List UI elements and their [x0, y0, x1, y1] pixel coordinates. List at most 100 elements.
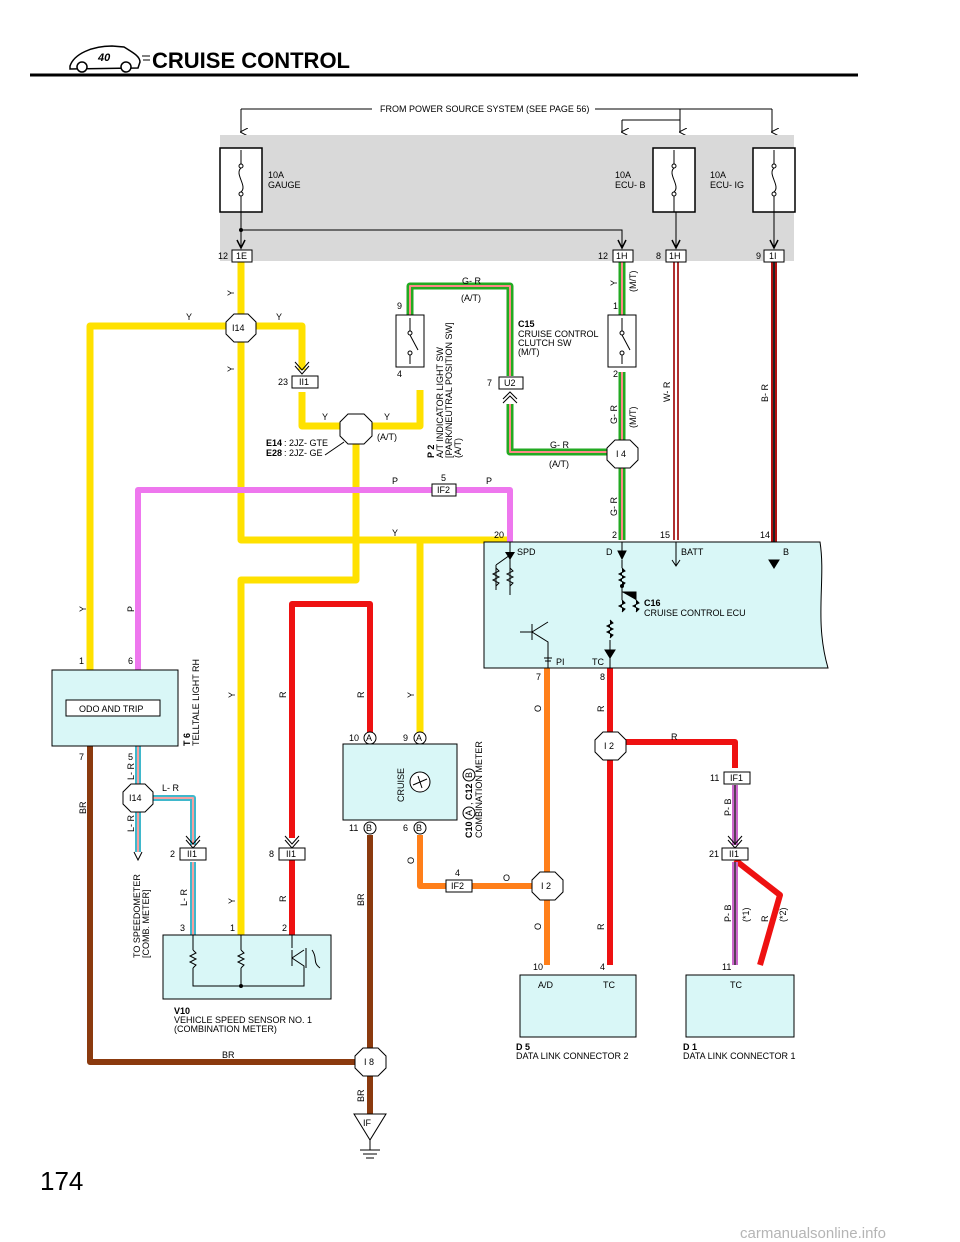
wire-color-label: P	[486, 476, 492, 486]
panel-connectors: 1E 12 1H 12 1H 8 1I 9	[218, 249, 785, 263]
svg-text:II1: II1	[729, 849, 739, 859]
d1-name: DATA LINK CONNECTOR 1	[683, 1051, 796, 1061]
junction-e14-e28	[339, 413, 373, 445]
wire-color-label: Y	[322, 412, 328, 422]
wire-color-label: P- B	[723, 904, 733, 922]
connector-if2-5: IF2 5	[431, 473, 457, 497]
svg-text:A/D: A/D	[538, 980, 554, 990]
wire-color-label: Y	[609, 280, 619, 286]
power-source-label: FROM POWER SOURCE SYSTEM (SEE PAGE 56)	[380, 104, 589, 114]
svg-text:TELLTALE LIGHT RH: TELLTALE LIGHT RH	[191, 659, 201, 746]
pin-number: 7	[79, 752, 84, 762]
data-link-connector-2: A/D TC	[519, 974, 637, 1038]
connector-label: 1H	[616, 251, 628, 261]
svg-text:P 2: P 2	[426, 445, 436, 458]
svg-text:D: D	[606, 547, 613, 557]
wire-color-label: O	[533, 923, 543, 930]
wire-color-label: Y	[226, 290, 236, 296]
pin-number: 1	[613, 301, 618, 311]
wire-orange	[417, 668, 550, 965]
wire-color-label: Y	[406, 692, 416, 698]
svg-text:IF2: IF2	[437, 485, 450, 495]
connector-ii1-21: II1 21	[709, 835, 749, 861]
wire-color-label: O	[406, 857, 416, 864]
wire-color-label: BR	[356, 1089, 366, 1102]
junction-i8: I 8	[354, 1047, 387, 1077]
pin-number: 1	[230, 923, 235, 933]
wire-color-label: B- R	[760, 383, 770, 402]
telltale-light-rh: ODO AND TRIP	[51, 669, 179, 747]
pin-number: 11	[722, 962, 731, 972]
wire-color-label: Y	[226, 366, 236, 372]
c15-name: CRUISE CONTROL	[518, 329, 599, 339]
e14-id: E14	[266, 438, 282, 448]
svg-text:I14: I14	[232, 323, 245, 333]
connector-label: 1E	[236, 251, 247, 261]
pin-number: 21	[709, 849, 719, 859]
fuse-name: GAUGE	[268, 180, 301, 190]
vehicle-speed-sensor	[162, 934, 332, 1000]
v10-id: V10	[174, 1006, 190, 1016]
fuse-name: ECU- B	[615, 180, 646, 190]
wire-color-label: R	[278, 691, 288, 698]
svg-text:II1: II1	[286, 849, 296, 859]
pin-number: 23	[278, 377, 288, 387]
pin-number: 7	[536, 672, 541, 682]
pin-number: 9	[403, 733, 408, 743]
fuse-rating: 10A	[615, 170, 631, 180]
svg-text:I 8: I 8	[364, 1057, 374, 1067]
wire-color-label: (A/T)	[377, 432, 397, 442]
svg-text:[PARK/NEUTRAL POSITION SW]: [PARK/NEUTRAL POSITION SW]	[444, 322, 454, 458]
connector-if2-4: IF2 4	[445, 868, 473, 893]
wire-color-label: P	[126, 606, 136, 612]
svg-text:[COMB. METER]: [COMB. METER]	[141, 889, 151, 958]
wire-color-label: Y	[186, 312, 192, 322]
svg-text:T 6: T 6	[182, 733, 192, 746]
pin-number: 4	[600, 962, 605, 972]
wire-color-label: (A/T)	[461, 293, 481, 303]
wire-color-label: R	[596, 705, 606, 712]
wire-color-label: O	[503, 873, 510, 883]
e28-id: E28	[266, 448, 282, 458]
fuse-ecu-b: 10A ECU- B	[615, 147, 696, 213]
svg-text:B: B	[416, 823, 422, 833]
pin-number: 9	[756, 251, 761, 261]
svg-text:II1: II1	[187, 849, 197, 859]
pin-number: 8	[269, 849, 274, 859]
pin-number: 2	[170, 849, 175, 859]
pin-number: 9	[397, 301, 402, 311]
pin-number: 3	[180, 923, 185, 933]
cruise-indicator-label: CRUISE	[396, 768, 406, 802]
page-title: CRUISE CONTROL	[152, 48, 350, 73]
wire-color-label: O	[533, 705, 543, 712]
meter-pins: A A B B	[363, 731, 427, 835]
wire-color-label: L- R	[126, 762, 136, 780]
pin-number: 20	[494, 530, 504, 540]
logo-text: 40	[97, 52, 111, 64]
junction-i14: I14	[225, 313, 257, 343]
wire-color-label: R	[760, 915, 770, 922]
svg-text:TC: TC	[592, 657, 604, 667]
pin-number: 5	[128, 752, 133, 762]
pin-number: 6	[128, 656, 133, 666]
wire-color-label: BR	[222, 1050, 235, 1060]
wire-color-label: Y	[227, 898, 237, 904]
c15-id: C15	[518, 319, 535, 329]
svg-text:,: ,	[464, 802, 474, 805]
junction-i2-mid: I 2	[594, 731, 627, 761]
wire-color-label: (*1)	[741, 907, 751, 922]
wire-color-label: (*2)	[778, 907, 788, 922]
c15-name: (M/T)	[518, 347, 540, 357]
pin-number: 2	[612, 530, 617, 540]
wire-yellow	[86, 262, 510, 935]
wire-color-label: R	[671, 732, 678, 742]
svg-text:PI: PI	[556, 657, 565, 667]
pin-number: 11	[349, 823, 358, 833]
svg-text:TC: TC	[730, 980, 742, 990]
fuse-rating: 10A	[268, 170, 284, 180]
wire-pink	[135, 487, 513, 670]
svg-text:I 2: I 2	[604, 741, 614, 751]
svg-text:COMBINATION METER: COMBINATION METER	[474, 741, 484, 838]
svg-text:A: A	[464, 810, 474, 816]
svg-text:U2: U2	[504, 378, 516, 388]
